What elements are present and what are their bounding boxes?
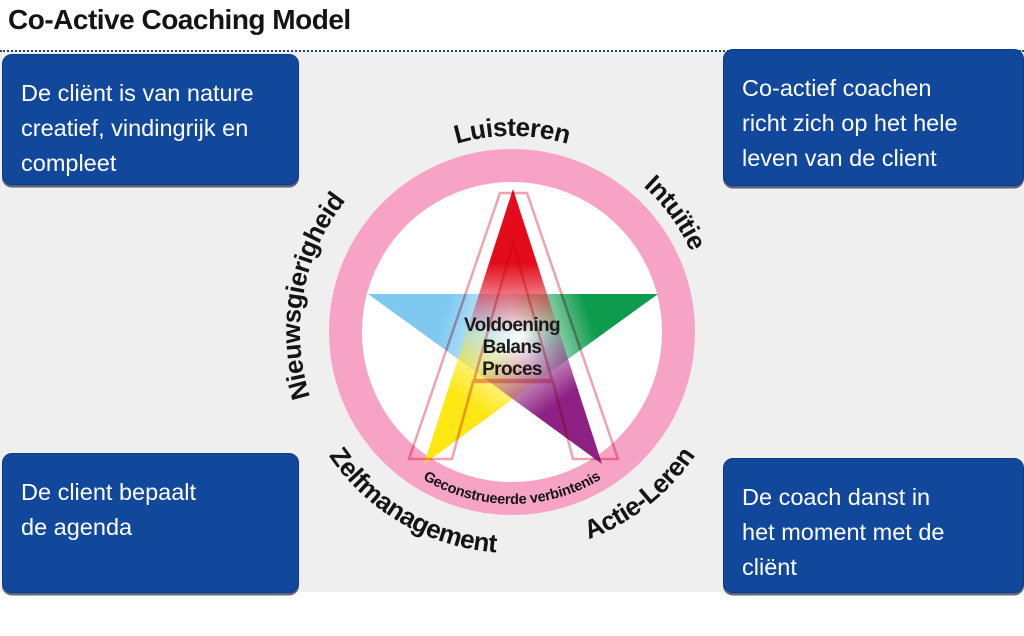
card-text-line: compleet [21,150,117,176]
center-text-voldoening: Voldoening [464,315,560,336]
card-text-line: het moment met de [742,519,945,545]
page-title: Co-Active Coaching Model [8,4,351,35]
card-text-line: De client bepaalt [21,479,197,505]
info-card-top-left: De cliënt is van nature creatief, vindin… [2,54,299,185]
letter-a-outline [407,191,620,461]
card-text-line: cliënt [742,554,797,580]
wheel-ring [329,149,695,515]
card-text-line: leven van de client [742,145,937,171]
card-text-line: richt zich op het hele [742,110,958,136]
info-card-top-right: Co-actief coachen richt zich op het hele… [723,49,1024,186]
center-text-proces: Proces [482,359,542,380]
info-card-bottom-right: De coach danst in het moment met de clië… [723,458,1024,593]
card-text-line: Co-actief coachen [742,75,932,101]
info-card-bottom-left: De client bepaalt de agenda [2,453,299,593]
label-luisteren: Luisteren [451,112,574,150]
card-text-line: de agenda [21,514,133,540]
card-text-line: De cliënt is van nature [21,80,254,106]
center-text-balans: Balans [483,337,542,358]
card-text-line: creatief, vindingrijk en [21,115,249,141]
card-text-line: De coach danst in [742,484,931,510]
